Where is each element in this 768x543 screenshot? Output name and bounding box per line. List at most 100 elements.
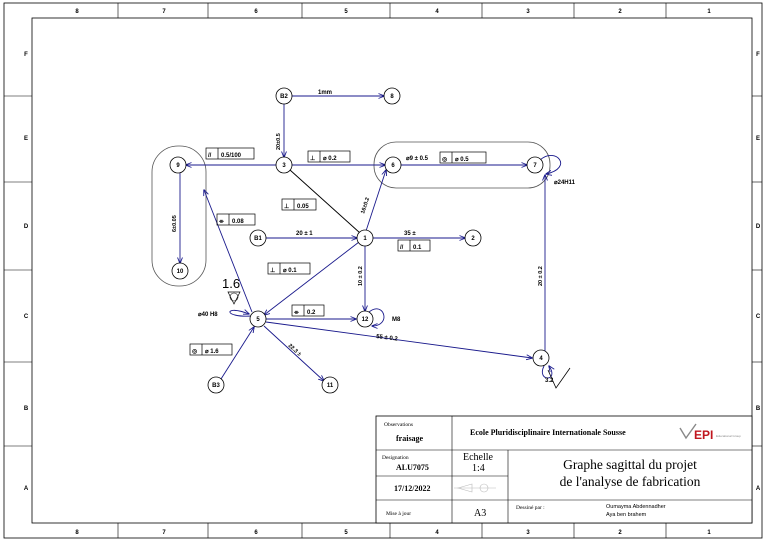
update-label: Mise à jour bbox=[386, 511, 411, 517]
title-block: Observations fraisage Ecole Pluridiscipl… bbox=[375, 415, 753, 524]
node-b3 bbox=[207, 376, 225, 394]
scale-value: 1:4 bbox=[472, 463, 485, 474]
author-2: Aya ben brahem bbox=[606, 512, 647, 518]
node-label: 10 bbox=[177, 269, 184, 275]
label-b2-3: 20±0.5 bbox=[276, 133, 282, 150]
tolerance-frame bbox=[267, 262, 311, 275]
row-label: D bbox=[756, 224, 761, 230]
col-label: 6 bbox=[254, 530, 258, 536]
logo-text: EPI bbox=[694, 428, 713, 442]
drawn-by-label: Dessiné par : bbox=[516, 505, 545, 511]
node-label: 11 bbox=[327, 383, 334, 389]
node-3 bbox=[275, 156, 293, 174]
label-b2-8: 1mm bbox=[318, 90, 332, 96]
col-label: 8 bbox=[75, 530, 79, 536]
tolerance-frame bbox=[307, 150, 351, 163]
annotation-roughness-5: 1.6 bbox=[222, 276, 240, 291]
label-1-12: 10 ± 0.2 bbox=[358, 266, 364, 286]
self-loop-7 bbox=[539, 154, 561, 174]
node-label: 2 bbox=[471, 236, 475, 242]
tolerance-frame bbox=[216, 213, 256, 226]
observations-label: Observations bbox=[384, 422, 413, 428]
node-10 bbox=[171, 262, 189, 280]
annotation-hole-diameter: ⌀9 ± 0.5 bbox=[406, 156, 429, 162]
label-b1-1: 20 ± 1 bbox=[296, 231, 313, 237]
node-label: 9 bbox=[176, 163, 180, 169]
node-label: 5 bbox=[256, 317, 260, 323]
col-label: 1 bbox=[707, 530, 711, 536]
annotation-thread-12: M8 bbox=[392, 317, 401, 323]
col-label: 1 bbox=[707, 9, 711, 15]
tolerance-symbol: ⌯ bbox=[294, 310, 299, 316]
node-2 bbox=[464, 229, 482, 247]
tolerance-value: ⌀ 0.5 bbox=[455, 157, 469, 163]
node-b2 bbox=[275, 87, 293, 105]
tolerance-value: ⌀ 0.1 bbox=[283, 268, 297, 274]
node-label: B2 bbox=[280, 94, 288, 100]
col-label: 5 bbox=[344, 9, 348, 15]
label-4-7: 20 ± 0.2 bbox=[538, 266, 544, 286]
node-5 bbox=[249, 310, 267, 328]
group-outline-9-10 bbox=[151, 145, 207, 287]
row-label: C bbox=[24, 314, 29, 320]
tolerance-value: 0.08 bbox=[232, 219, 244, 225]
tolerance-symbol: ⊥ bbox=[270, 267, 275, 274]
tolerance-frame bbox=[281, 198, 317, 211]
col-label: 8 bbox=[75, 9, 79, 15]
roughness-symbol-4 bbox=[547, 367, 571, 389]
drawing-title-line2: de l'analyse de fabrication bbox=[560, 474, 701, 489]
tolerance-value: 0.5/100 bbox=[221, 153, 242, 159]
row-label: B bbox=[756, 406, 761, 412]
row-label: F bbox=[756, 52, 760, 58]
designation-value: ALU7075 bbox=[396, 463, 429, 472]
self-loop-5 bbox=[229, 310, 253, 317]
node-12 bbox=[356, 310, 374, 328]
drawing-date: 17/12/2022 bbox=[394, 484, 430, 493]
node-label: 6 bbox=[391, 163, 395, 169]
col-label: 7 bbox=[162, 530, 166, 536]
tolerance-symbol: // bbox=[208, 153, 212, 159]
row-label: E bbox=[24, 136, 28, 142]
node-label: 7 bbox=[533, 163, 537, 169]
tolerance-frame bbox=[189, 343, 233, 356]
tolerance-symbol: ⌯ bbox=[219, 219, 224, 225]
tolerance-value: 0.05 bbox=[297, 204, 309, 210]
tolerance-symbol: ◎ bbox=[192, 349, 198, 355]
label-5-4: 55 ± 0.2 bbox=[376, 334, 399, 343]
edge-1-5 bbox=[264, 241, 360, 315]
epi-logo: EPI Educational Group bbox=[679, 423, 741, 442]
school-name: Ecole Pluridisciplinaire Internationale … bbox=[470, 428, 626, 437]
label-5-11: 22.3 ± bbox=[287, 343, 302, 358]
node-label: 1 bbox=[363, 236, 367, 242]
roughness-circle-5 bbox=[229, 292, 239, 302]
sheet-format: A3 bbox=[474, 508, 486, 519]
logo-subtext: Educational Group bbox=[716, 434, 741, 438]
label-1-6: 16±0.2 bbox=[360, 197, 371, 215]
col-label: 3 bbox=[526, 530, 530, 536]
drawing-title-line1: Graphe sagittal du projet bbox=[563, 457, 697, 472]
col-label: 4 bbox=[435, 9, 439, 15]
col-label: 7 bbox=[162, 9, 166, 15]
annotation-bore-5: ⌀40 H8 bbox=[198, 312, 218, 318]
col-label: 4 bbox=[435, 530, 439, 536]
node-7 bbox=[526, 156, 544, 174]
node-11 bbox=[321, 376, 339, 394]
node-9 bbox=[169, 156, 187, 174]
author-1: Oumayma Abdennadher bbox=[606, 504, 666, 510]
row-label: D bbox=[24, 224, 29, 230]
node-label: 12 bbox=[362, 317, 369, 323]
col-label: 2 bbox=[618, 530, 622, 536]
row-label: E bbox=[756, 136, 760, 142]
row-label: C bbox=[756, 314, 761, 320]
col-label: 2 bbox=[618, 9, 622, 15]
row-label: F bbox=[24, 52, 28, 58]
node-label: 8 bbox=[390, 94, 394, 100]
tolerance-value: 0.1 bbox=[413, 245, 422, 251]
label-1-2: 35 ± bbox=[404, 231, 416, 237]
col-label: 6 bbox=[254, 9, 258, 15]
node-1 bbox=[356, 229, 374, 247]
tolerance-frame bbox=[205, 147, 255, 160]
observations-value: fraisage bbox=[396, 434, 424, 443]
edge-5-11 bbox=[263, 325, 324, 381]
